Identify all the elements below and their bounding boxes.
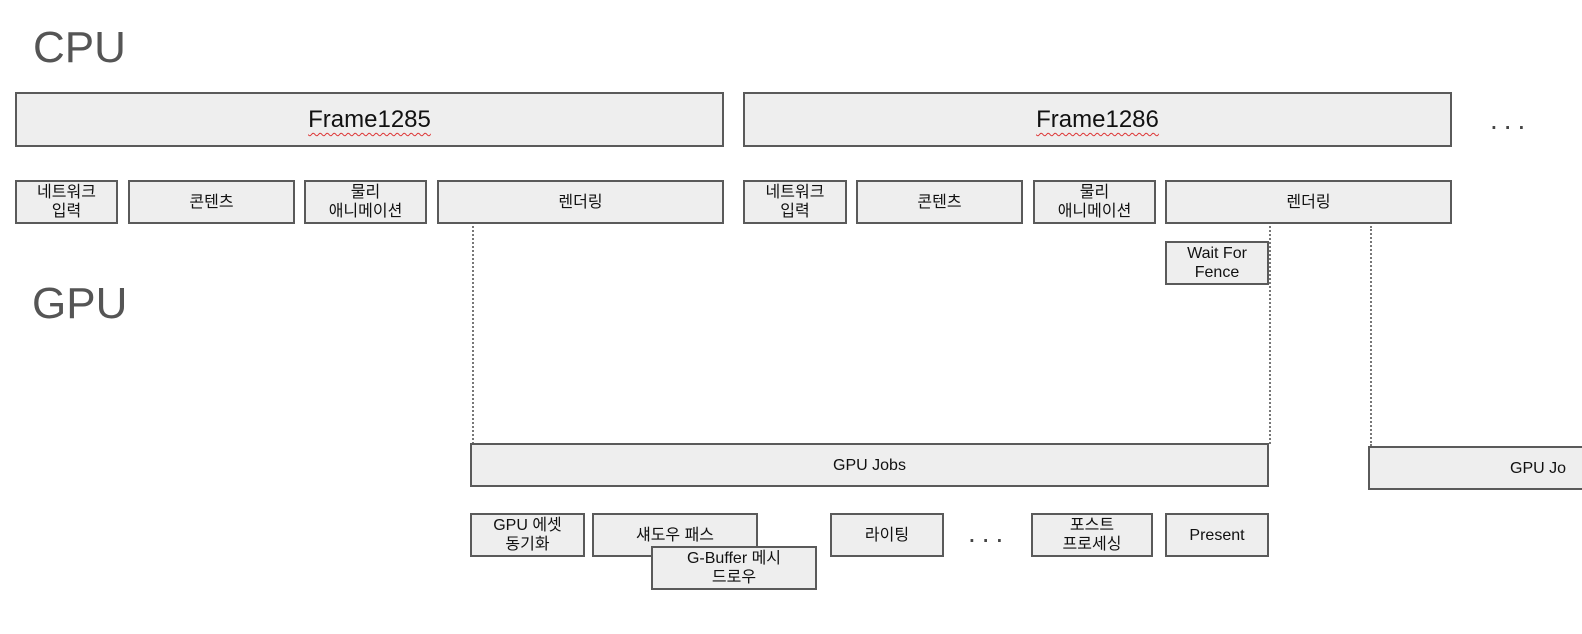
- frame-1285-box: Frame1285: [15, 92, 724, 147]
- cpu-task-physics-animation: 물리 애니메이션: [304, 180, 427, 224]
- cpu-task-content: 콘텐츠: [128, 180, 295, 224]
- gpu-task-lighting: 라이팅: [830, 513, 944, 557]
- frame-1285-label: Frame1285: [308, 106, 431, 133]
- frame-1286-box: Frame1286: [743, 92, 1452, 147]
- gpu-task-asset-sync: GPU 에셋 동기화: [470, 513, 585, 557]
- cpu-ellipsis: ...: [1490, 104, 1532, 135]
- gpu-task-post-processing: 포스트 프로세싱: [1031, 513, 1153, 557]
- frame-1286-label: Frame1286: [1036, 106, 1159, 133]
- gpu-task-gbuffer-mesh-draw: G-Buffer 메시 드로우: [651, 546, 817, 590]
- cpu-label: CPU: [33, 23, 126, 72]
- dotted-connector-1: [472, 226, 474, 444]
- cpu-task-rendering: 렌더링: [437, 180, 724, 224]
- cpu-task-network-input: 네트워크 입력: [15, 180, 118, 224]
- gpu-jobs-box: GPU Jobs: [470, 443, 1269, 487]
- wait-for-fence-box: Wait For Fence: [1165, 241, 1269, 285]
- cpu-task-rendering-2: 렌더링: [1165, 180, 1452, 224]
- gpu-label: GPU: [32, 279, 128, 328]
- gpu-jobs-box-2: GPU Jo: [1368, 446, 1582, 490]
- dotted-connector-2: [1269, 226, 1271, 444]
- gpu-task-present: Present: [1165, 513, 1269, 557]
- cpu-task-physics-animation-2: 물리 애니메이션: [1033, 180, 1156, 224]
- cpu-task-network-input-2: 네트워크 입력: [743, 180, 847, 224]
- gpu-ellipsis: ...: [968, 517, 1010, 548]
- dotted-connector-3: [1370, 226, 1372, 446]
- cpu-task-content-2: 콘텐츠: [856, 180, 1023, 224]
